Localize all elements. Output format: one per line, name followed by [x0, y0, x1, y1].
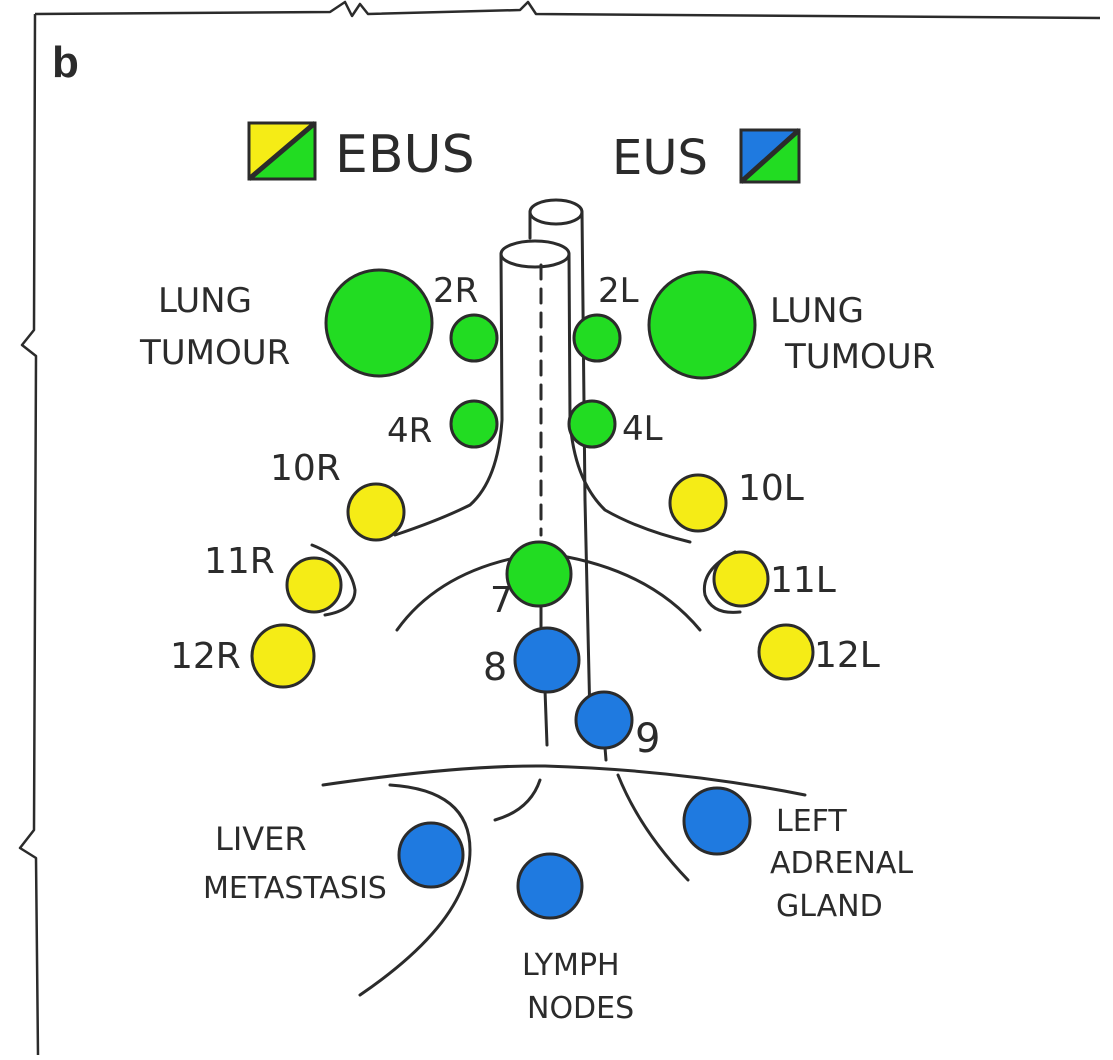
station-7-node — [507, 542, 571, 606]
station-9-label: 9 — [635, 716, 660, 762]
station-11l-label: 11L — [770, 560, 836, 601]
station-12l-label: 12L — [814, 635, 880, 676]
station-8-label: 8 — [483, 645, 507, 689]
left-adrenal-gland-label-1: LEFT — [776, 804, 847, 839]
lung-tumour-right-label-1: LUNG — [770, 291, 864, 331]
station-10l-node — [670, 475, 726, 531]
legend-ebus: EBUS — [249, 123, 475, 185]
panel-label: b — [52, 38, 79, 87]
lymph-nodes-label-2: NODES — [527, 991, 634, 1026]
station-10r-label: 10R — [270, 448, 341, 489]
station-10l-label: 10L — [738, 468, 804, 509]
lung-tumour-left-label-2: TUMOUR — [139, 333, 290, 373]
lung-tumour-left-label-1: LUNG — [158, 281, 252, 321]
left-adrenal-gland-node — [684, 788, 750, 854]
station-4l-node — [569, 401, 615, 447]
lung-tumour-right-label-2: TUMOUR — [784, 337, 935, 377]
station-2r-node — [451, 315, 497, 361]
station-8-node — [515, 628, 579, 692]
station-10r-node — [348, 484, 404, 540]
lymph-nodes-node — [518, 854, 582, 918]
liver-metastasis-label-2: METASTASIS — [203, 871, 387, 906]
station-12r-label: 12R — [170, 636, 241, 677]
station-11l-node — [714, 552, 768, 606]
legend-eus-label: EUS — [612, 130, 708, 186]
station-9-node — [576, 692, 632, 748]
legend-ebus-label: EBUS — [335, 125, 475, 185]
station-12r-node — [252, 625, 314, 687]
lung-tumour-left-node — [326, 270, 432, 376]
station-11r-node — [287, 558, 341, 612]
station-4r-label: 4R — [387, 411, 432, 451]
lymph-nodes-label-1: LYMPH — [522, 948, 620, 983]
station-12l-node — [759, 625, 813, 679]
liver-metastasis-node — [399, 823, 463, 887]
legend-eus: EUS — [612, 130, 799, 186]
oesophagus-top — [530, 200, 582, 224]
nodes — [252, 270, 813, 918]
left-adrenal-gland-label-3: GLAND — [776, 889, 883, 924]
station-7-label: 7 — [490, 580, 513, 621]
liver-metastasis-label-1: LIVER — [215, 820, 307, 858]
trachea-top — [501, 241, 569, 267]
lung-tumour-right-node — [649, 272, 755, 378]
station-2l-label: 2L — [598, 271, 639, 311]
station-4l-label: 4L — [622, 409, 663, 449]
station-2l-node — [574, 315, 620, 361]
station-4r-node — [451, 401, 497, 447]
station-2r-label: 2R — [433, 271, 478, 311]
station-11r-label: 11R — [204, 541, 275, 582]
left-adrenal-gland-label-2: ADRENAL — [770, 846, 913, 881]
